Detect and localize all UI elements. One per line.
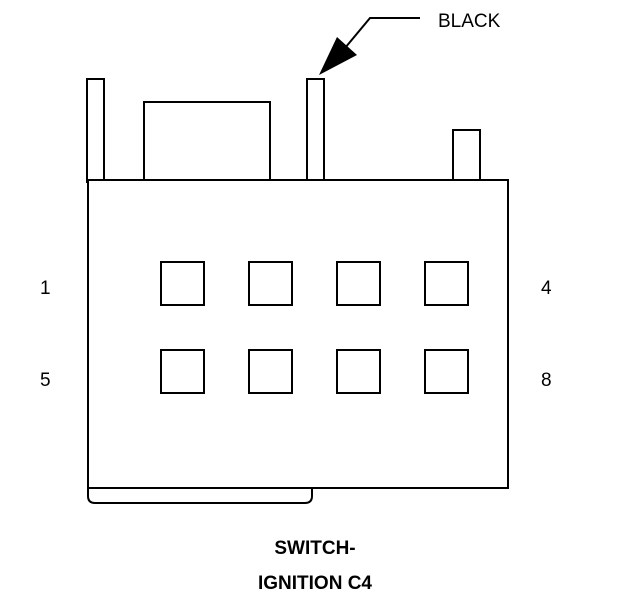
right-post <box>452 129 481 183</box>
cavity-grid <box>160 261 469 394</box>
cavity-pin-7 <box>336 349 381 394</box>
cavity-pin-4 <box>424 261 469 306</box>
pin-label-5: 5 <box>40 370 51 391</box>
top-latch <box>143 101 271 183</box>
caption-line-1: SWITCH- <box>274 538 355 559</box>
keyed-post <box>306 78 325 183</box>
connector-body <box>87 179 509 489</box>
pin-label-8: 8 <box>541 370 552 391</box>
caption-line-2: IGNITION C4 <box>258 573 372 594</box>
cavity-pin-1 <box>160 261 205 306</box>
left-post <box>86 78 105 183</box>
cavity-pin-2 <box>248 261 293 306</box>
callout-leader <box>344 17 420 49</box>
pin-label-1: 1 <box>40 278 51 299</box>
callout-label: BLACK <box>438 11 501 32</box>
cavity-pin-6 <box>248 349 293 394</box>
callout-arrowhead <box>319 37 357 75</box>
cavity-pin-5 <box>160 349 205 394</box>
cavity-pin-8 <box>424 349 469 394</box>
cavity-pin-3 <box>336 261 381 306</box>
pin-label-4: 4 <box>541 278 552 299</box>
